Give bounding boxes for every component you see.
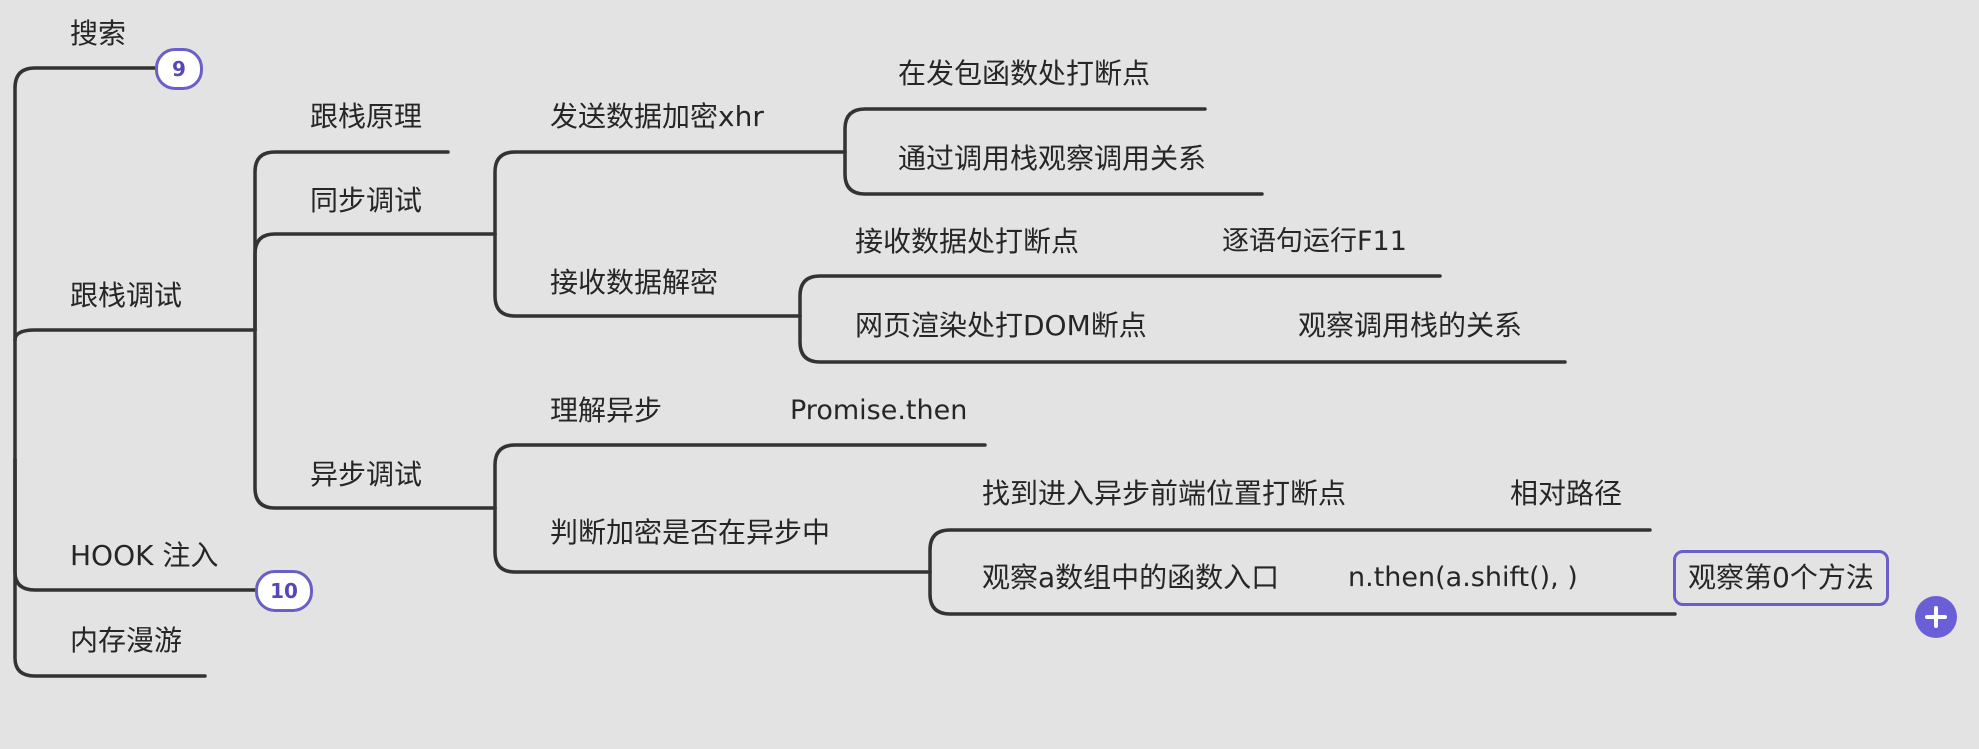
node-observe-array-entry[interactable]: 观察a数组中的函数入口 xyxy=(982,561,1280,594)
branch-search-line xyxy=(13,66,182,342)
node-judge-async[interactable]: 判断加密是否在异步中 xyxy=(550,516,831,549)
node-then-shift[interactable]: n.then(a.shift(), ) xyxy=(1348,562,1578,593)
node-dom-breakpoint[interactable]: 网页渲染处打DOM断点 xyxy=(855,309,1147,342)
node-send-encrypt[interactable]: 发送数据加密xhr xyxy=(550,100,764,133)
node-stack-debug[interactable]: 跟栈调试 xyxy=(70,279,183,312)
plus-icon-vertical xyxy=(1934,606,1938,628)
node-hook-inject[interactable]: HOOK 注入 xyxy=(70,539,219,572)
node-sync-debug[interactable]: 同步调试 xyxy=(310,184,423,217)
node-breakpoint-receive[interactable]: 接收数据处打断点 xyxy=(855,225,1080,258)
branch-stack-debug-line xyxy=(13,328,257,342)
branch-observe-call-stack-line xyxy=(843,150,1264,196)
branch-breakpoint-send-line xyxy=(843,107,1207,154)
branch-send-encrypt-line xyxy=(493,150,847,236)
branch-judge-async-line xyxy=(493,506,932,574)
node-memory-roaming[interactable]: 内存漫游 xyxy=(70,624,183,657)
node-find-async-entry[interactable]: 找到进入异步前端位置打断点 xyxy=(982,477,1347,510)
branch-memory-line xyxy=(13,458,207,678)
branch-stack-principle-line xyxy=(253,150,450,332)
node-promise-then[interactable]: Promise.then xyxy=(790,395,968,426)
branch-observe-array-line xyxy=(928,570,1677,616)
branch-sync-debug-line xyxy=(253,232,497,332)
branch-breakpoint-receive-line xyxy=(798,274,1442,318)
node-relative-path[interactable]: 相对路径 xyxy=(1510,477,1623,510)
branch-async-debug-line xyxy=(253,328,497,510)
node-stack-relation[interactable]: 观察调用栈的关系 xyxy=(1298,309,1523,342)
node-observe-method-0[interactable]: 观察第0个方法 xyxy=(1673,550,1889,606)
node-observe-call-stack[interactable]: 通过调用栈观察调用关系 xyxy=(898,142,1207,175)
branch-dom-breakpoint-line xyxy=(798,314,1567,364)
hook-count-badge[interactable]: 10 xyxy=(255,570,313,612)
node-step-run[interactable]: 逐语句运行F11 xyxy=(1222,226,1407,257)
node-understand-async[interactable]: 理解异步 xyxy=(550,394,663,427)
branch-receive-decrypt-line xyxy=(493,232,802,318)
node-receive-decrypt[interactable]: 接收数据解密 xyxy=(550,266,719,299)
branch-understand-async-line xyxy=(493,443,987,510)
node-stack-principle[interactable]: 跟栈原理 xyxy=(310,100,423,133)
branch-find-async-entry-line xyxy=(928,528,1652,574)
add-node-button[interactable] xyxy=(1915,596,1957,638)
node-async-debug[interactable]: 异步调试 xyxy=(310,458,423,491)
node-search[interactable]: 搜索 xyxy=(70,17,127,50)
search-count-badge[interactable]: 9 xyxy=(155,48,203,90)
node-breakpoint-send[interactable]: 在发包函数处打断点 xyxy=(898,57,1151,90)
